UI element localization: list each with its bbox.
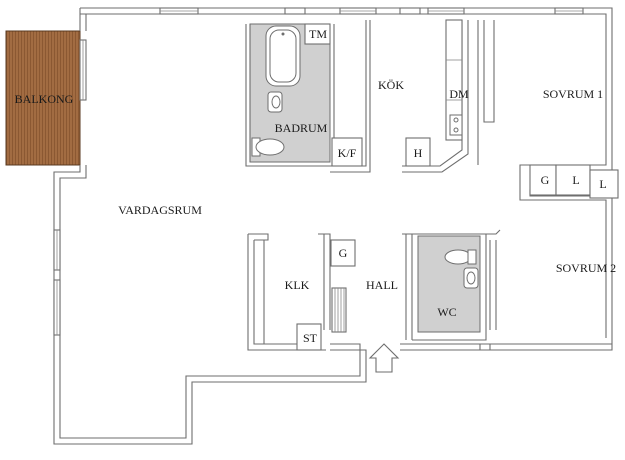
wardrobes: G L L bbox=[529, 164, 619, 199]
windows bbox=[53, 7, 584, 336]
label-sovrum-1: SOVRUM 1 bbox=[543, 87, 603, 101]
fridge-freezer-kf bbox=[331, 137, 363, 167]
balcony bbox=[5, 30, 81, 166]
label-badrum: BADRUM bbox=[275, 121, 328, 135]
label-wc: WC bbox=[437, 305, 456, 319]
label-vardagsrum: VARDAGSRUM bbox=[118, 203, 202, 217]
kitchen: K/F H DM bbox=[326, 19, 469, 173]
bedroom2-walls bbox=[486, 229, 501, 330]
entrance-arrow-icon bbox=[368, 343, 400, 373]
label-balkong: BALKONG bbox=[15, 92, 74, 106]
label-l1: L bbox=[572, 173, 579, 187]
wc-toilet-icon bbox=[444, 249, 472, 265]
counter bbox=[445, 19, 463, 141]
label-l2: L bbox=[599, 177, 606, 191]
label-kf: K/F bbox=[338, 146, 357, 160]
kitchen-sink-icon bbox=[449, 114, 463, 136]
wardrobe-g-hall bbox=[330, 239, 356, 267]
washer-tm bbox=[304, 23, 331, 45]
hall: G bbox=[318, 233, 413, 340]
label-g-bedroom: G bbox=[541, 173, 550, 187]
label-tm: TM bbox=[309, 27, 327, 41]
outer-walls bbox=[53, 7, 613, 445]
label-g-hall: G bbox=[339, 246, 348, 260]
label-kok: KÖK bbox=[378, 78, 404, 92]
label-st: ST bbox=[303, 331, 318, 345]
label-sovrum-2: SOVRUM 2 bbox=[556, 261, 616, 275]
storage-st bbox=[296, 323, 322, 351]
wc bbox=[412, 233, 487, 341]
label-hall: HALL bbox=[366, 278, 398, 292]
label-h: H bbox=[414, 146, 423, 160]
bathroom: TM bbox=[245, 23, 335, 167]
closet: ST bbox=[247, 233, 326, 351]
toilet-icon bbox=[255, 138, 285, 156]
radiator bbox=[331, 287, 347, 333]
label-dm: DM bbox=[449, 87, 469, 101]
label-klk: KLK bbox=[285, 278, 310, 292]
bedroom1-walls bbox=[477, 20, 495, 165]
